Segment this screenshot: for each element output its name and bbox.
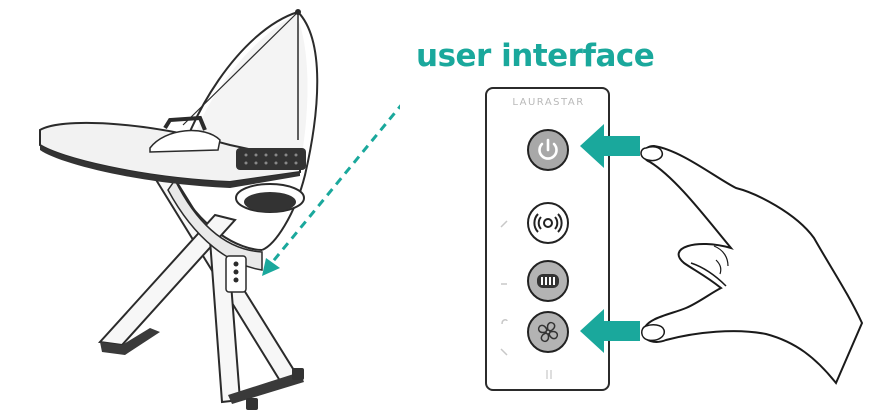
fan-icon bbox=[537, 321, 559, 343]
brand-logo: LAURASTAR bbox=[512, 97, 585, 108]
fan-button[interactable] bbox=[527, 311, 569, 353]
headline-label: user interface bbox=[416, 38, 655, 74]
indicator-mark bbox=[500, 215, 508, 228]
level-button[interactable] bbox=[527, 260, 569, 302]
arrow-to-power-icon bbox=[580, 124, 640, 168]
arrow-to-fan-icon bbox=[580, 309, 640, 353]
hand-illustration bbox=[640, 144, 864, 385]
indicator-mark bbox=[500, 275, 508, 285]
indicator-mark bbox=[500, 343, 508, 356]
indicator-mark bbox=[500, 312, 508, 325]
power-icon bbox=[538, 138, 558, 160]
steam-rings-icon bbox=[533, 213, 563, 233]
indicator-mark bbox=[545, 367, 553, 379]
steam-button[interactable] bbox=[527, 202, 569, 244]
power-button[interactable] bbox=[527, 129, 569, 171]
level-bars-icon bbox=[537, 274, 559, 288]
ironing-board-illustration bbox=[39, 9, 400, 410]
